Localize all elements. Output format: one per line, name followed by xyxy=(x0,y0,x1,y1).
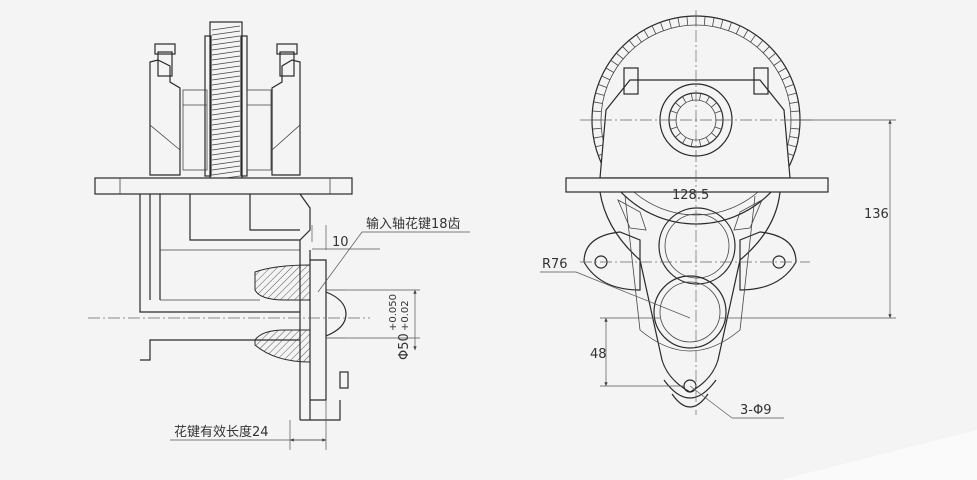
dim-48-label: 48 xyxy=(590,347,607,362)
right-flange xyxy=(565,177,829,193)
tol-upper: +0.050 xyxy=(388,294,399,331)
holes-label: 3-Φ9 xyxy=(740,403,771,418)
tol-lower: +0.02 xyxy=(400,300,411,331)
spline-note: 输入轴花键18齿 xyxy=(317,216,470,293)
dim-r76: R76 xyxy=(540,257,691,319)
left-housing xyxy=(139,193,349,421)
dim-48: 48 xyxy=(590,317,684,387)
dim-128-label: 128.5 xyxy=(672,188,709,203)
background-sheen xyxy=(780,430,977,480)
dim-136-label: 136 xyxy=(864,207,889,222)
spline-note-label: 输入轴花键18齿 xyxy=(366,216,461,232)
dim-10: 10 xyxy=(311,225,380,250)
spline-length-label: 花键有效长度24 xyxy=(174,424,269,440)
dia-label: Φ50 xyxy=(397,333,412,360)
right-centerlines xyxy=(580,10,812,415)
holes-callout: 3-Φ9 xyxy=(689,385,784,419)
left-side-view: 10 输入轴花键18齿 Φ50 +0.050 +0.02 xyxy=(88,21,470,450)
left-brackets xyxy=(149,43,301,176)
left-flange xyxy=(94,177,353,195)
right-front-view: 128.5 136 R76 48 3-Φ9 xyxy=(540,10,896,419)
dim-136: 136 xyxy=(720,119,896,319)
dim-10-label: 10 xyxy=(332,235,349,250)
right-housing xyxy=(583,191,797,408)
dim-spline-length: 花键有效长度24 xyxy=(170,400,327,450)
right-hub xyxy=(599,67,791,179)
r76-label: R76 xyxy=(542,257,568,272)
dim-dia50: Φ50 +0.050 +0.02 xyxy=(346,289,420,360)
left-gear xyxy=(204,21,248,181)
